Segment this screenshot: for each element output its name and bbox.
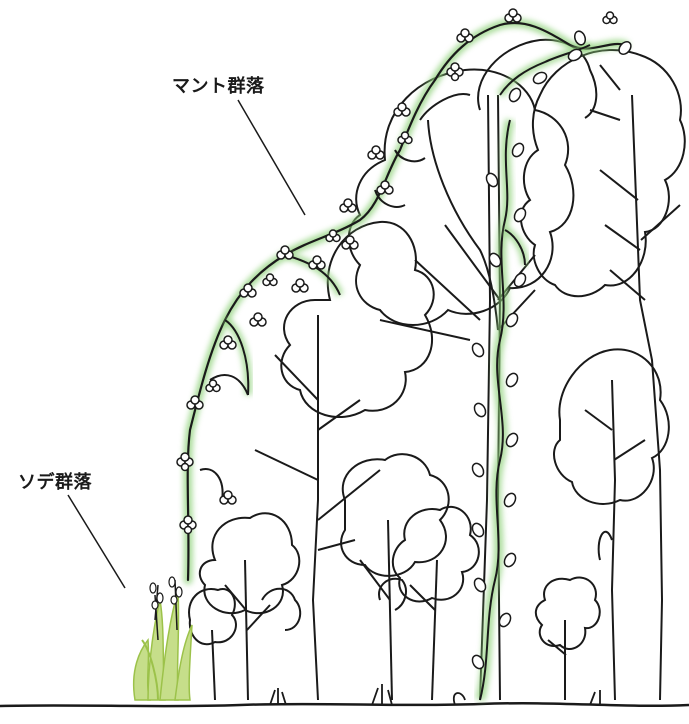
flower: [262, 273, 278, 287]
grass-seed: [175, 586, 183, 598]
flower: [397, 131, 413, 145]
flower: [186, 395, 204, 410]
tree-center-large: [347, 68, 575, 341]
flower: [219, 490, 237, 505]
flower: [179, 515, 197, 535]
grass-seed: [151, 600, 159, 610]
tree-center-left: [254, 220, 435, 701]
tree-understory-center: [378, 505, 480, 701]
sode-grass: [132, 576, 193, 701]
leaf: [471, 342, 485, 358]
grass-seed: [156, 592, 164, 604]
leader-line-sode: [67, 494, 126, 589]
ground-sprouts: [269, 684, 601, 706]
tree-right-tall: [520, 49, 686, 701]
ground-line: [0, 701, 689, 708]
leaf: [505, 372, 519, 388]
flower: [393, 102, 411, 117]
leaf: [573, 30, 587, 46]
leaf: [618, 40, 632, 56]
tree-mid-small: [340, 453, 450, 701]
leaf: [471, 522, 485, 538]
flower: [176, 452, 194, 472]
leaf: [473, 577, 487, 593]
flower: [367, 145, 385, 160]
vine-leaves: [471, 30, 632, 670]
tree-understory-right: [534, 576, 601, 700]
flower: [205, 379, 221, 393]
leaf: [567, 48, 583, 62]
leaf: [471, 462, 485, 478]
leader-line-mantle: [237, 99, 306, 216]
flower: [602, 11, 618, 25]
flower: [276, 245, 294, 260]
flower: [325, 229, 341, 243]
flower: [339, 198, 357, 213]
leaf: [532, 71, 548, 85]
flower: [249, 312, 267, 327]
mantle-community-label: マント群落: [172, 76, 265, 97]
flower: [446, 62, 464, 82]
leaf: [505, 432, 519, 448]
flower: [456, 28, 474, 43]
grass-seed: [149, 582, 157, 594]
tree-understory-left: [188, 512, 302, 701]
leaf: [511, 142, 525, 158]
mantle-vine: [183, 18, 630, 585]
leaf: [513, 207, 527, 223]
leaf: [505, 312, 519, 328]
leaf: [485, 172, 499, 188]
flower: [376, 180, 394, 195]
leaf: [513, 272, 527, 288]
grass-seed: [170, 595, 178, 605]
leaf: [503, 492, 517, 508]
sode-community-label: ソデ群落: [18, 472, 92, 493]
flower: [308, 255, 326, 270]
leaf: [508, 87, 522, 103]
leaf: [471, 654, 485, 670]
grass-seed: [168, 576, 176, 588]
flower: [291, 278, 309, 293]
leaf: [503, 552, 517, 568]
leaf: [488, 252, 502, 268]
flower: [239, 283, 257, 298]
leaf: [498, 612, 512, 628]
leaf: [473, 402, 487, 418]
tree-right-mid: [553, 348, 670, 701]
flower: [219, 335, 237, 350]
climbing-vine: [475, 118, 529, 702]
flower: [341, 235, 359, 250]
flower: [504, 8, 522, 23]
vine-flowers: [176, 8, 618, 535]
